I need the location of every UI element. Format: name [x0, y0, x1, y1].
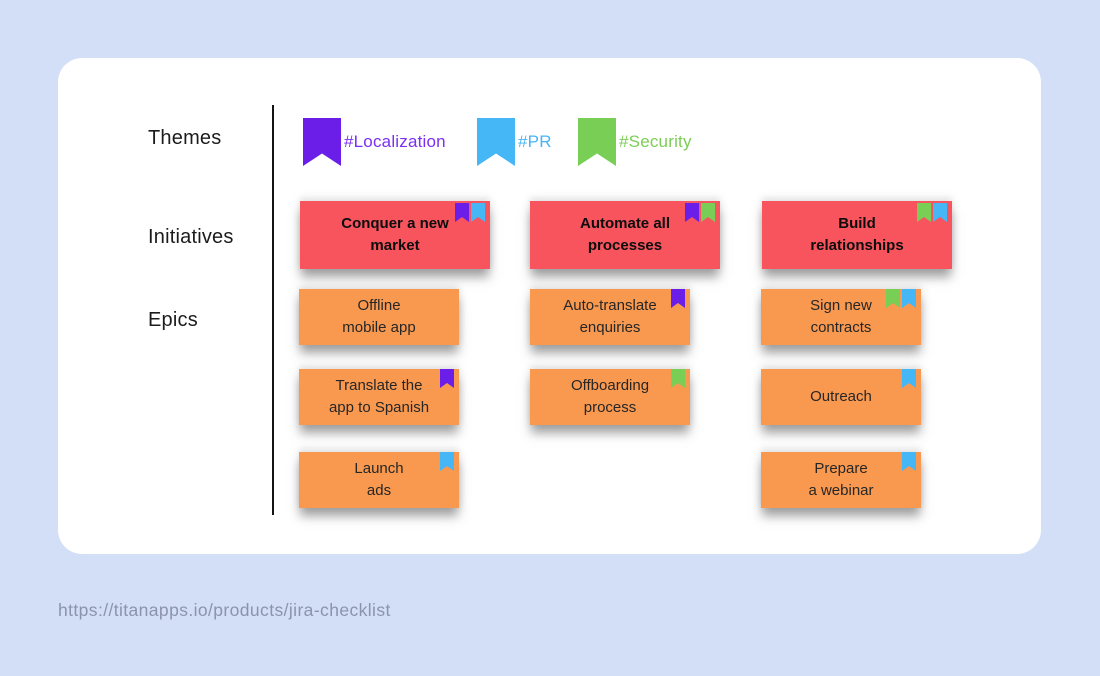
note-title: Offboarding process	[570, 377, 650, 416]
roadmap-card: Themes Initiatives Epics #Localization #…	[58, 58, 1041, 554]
epic-note-outreach: Outreach	[761, 369, 921, 425]
epic-note-prepare-webinar: Prepare a webinar	[761, 452, 921, 508]
tag-localization-icon	[685, 203, 699, 222]
tag-pr-icon	[471, 203, 485, 222]
vertical-divider	[272, 105, 274, 515]
note-title: Translate the app to Spanish	[328, 377, 430, 416]
bookmark-localization-icon	[303, 118, 341, 166]
theme-label: #PR	[518, 132, 552, 151]
tag-security-icon	[917, 203, 931, 222]
theme-localization: #Localization	[303, 118, 446, 166]
note-title: Conquer a new market	[341, 215, 449, 254]
epic-note-auto-translate-enquiries: Auto-translate enquiries	[530, 289, 690, 345]
tag-pr-icon	[933, 203, 947, 222]
note-title: Launch ads	[354, 460, 404, 499]
epic-note-translate-app-spanish: Translate the app to Spanish	[299, 369, 459, 425]
epic-note-offline-mobile-app: Offline mobile app	[299, 289, 459, 345]
tag-pr-icon	[902, 289, 916, 308]
row-label-epics: Epics	[148, 309, 198, 331]
note-title: Prepare a webinar	[808, 460, 874, 499]
note-title: Sign new contracts	[810, 297, 872, 336]
row-label-initiatives: Initiatives	[148, 226, 234, 248]
theme-label: #Security	[619, 132, 692, 151]
theme-label: #Localization	[344, 132, 446, 151]
epic-note-sign-new-contracts: Sign new contracts	[761, 289, 921, 345]
epic-note-launch-ads: Launch ads	[299, 452, 459, 508]
note-title: Build relationships	[810, 215, 904, 254]
theme-security: #Security	[578, 118, 692, 166]
url-caption: https://titanapps.io/products/jira-check…	[58, 600, 391, 620]
bookmark-security-icon	[578, 118, 616, 166]
tag-pr-icon	[440, 452, 454, 471]
tag-localization-icon	[455, 203, 469, 222]
initiative-note-conquer-market: Conquer a new market	[300, 201, 490, 269]
note-title: Auto-translate enquiries	[563, 297, 657, 336]
tag-pr-icon	[902, 452, 916, 471]
note-title: Offline mobile app	[342, 297, 416, 336]
initiative-note-build-relationships: Build relationships	[762, 201, 952, 269]
theme-pr: #PR	[477, 118, 552, 166]
row-label-themes: Themes	[148, 127, 222, 149]
tag-pr-icon	[902, 369, 916, 388]
bookmark-pr-icon	[477, 118, 515, 166]
tag-security-icon	[886, 289, 900, 308]
tag-localization-icon	[671, 289, 685, 308]
tag-security-icon	[671, 369, 685, 388]
epic-note-offboarding-process: Offboarding process	[530, 369, 690, 425]
note-title: Outreach	[810, 388, 872, 405]
initiative-note-automate-processes: Automate all processes	[530, 201, 720, 269]
note-title: Automate all processes	[579, 215, 670, 254]
tag-localization-icon	[440, 369, 454, 388]
tag-security-icon	[701, 203, 715, 222]
